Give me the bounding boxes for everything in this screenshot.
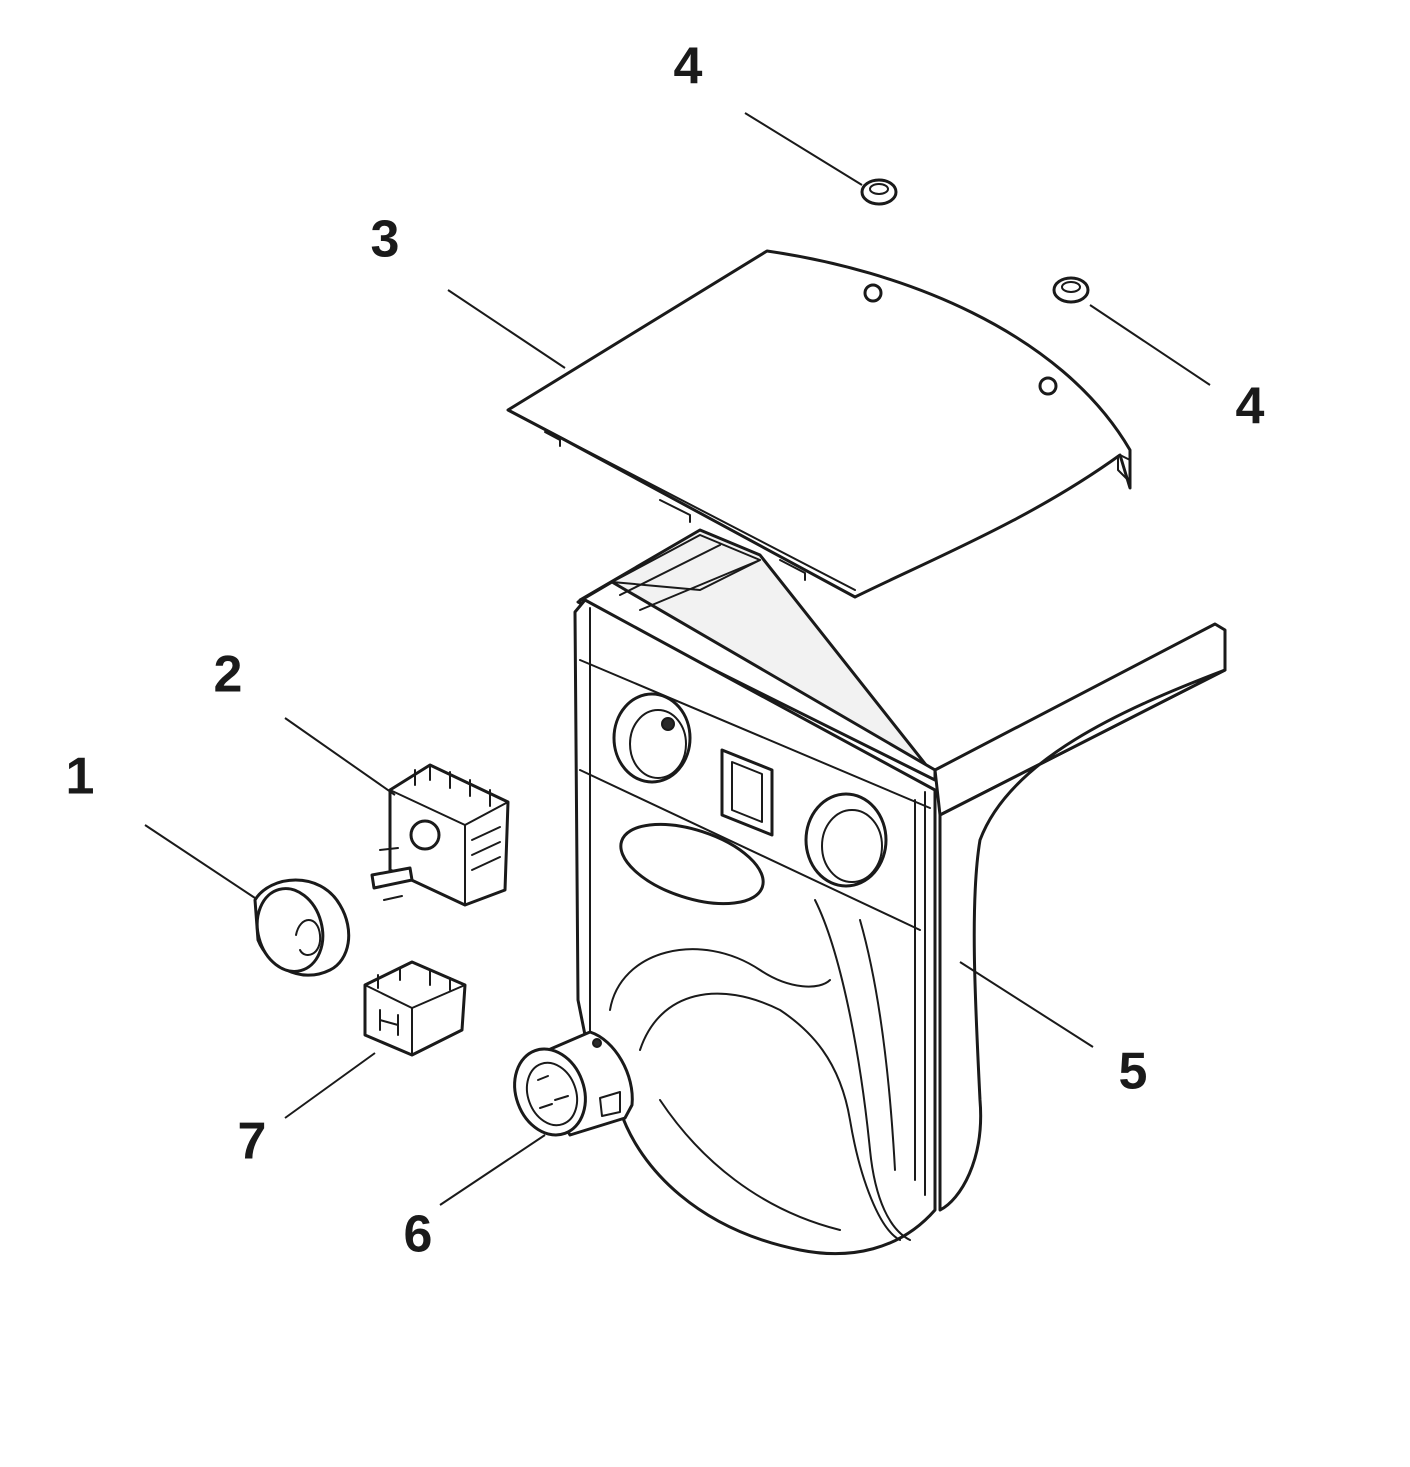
power-socket: [513, 1030, 634, 1137]
callout-2: 2: [214, 646, 243, 704]
leader-3: [447, 289, 566, 369]
rocker-switch: [363, 960, 467, 1057]
leader-1: [144, 824, 256, 899]
callout-6: 6: [404, 1206, 433, 1264]
callout-labels: 1 2 3 4 4 5 6 7: [66, 38, 1265, 1264]
leader-6: [439, 1134, 546, 1206]
leader-4b: [1089, 304, 1211, 386]
screw-top: [860, 178, 898, 206]
screw-right: [1052, 276, 1090, 304]
leader-2: [284, 717, 396, 796]
leader-7: [284, 1052, 376, 1119]
callout-4b: 4: [1236, 378, 1265, 436]
leader-4a: [744, 112, 863, 186]
rotary-switch: [370, 763, 510, 907]
knob: [253, 878, 351, 977]
cover-plate: [506, 249, 1132, 599]
callout-7: 7: [238, 1113, 267, 1171]
callout-1: 1: [66, 748, 95, 806]
callout-4a: 4: [674, 38, 703, 96]
leader-lines: [144, 112, 1211, 1206]
callout-3: 3: [371, 211, 400, 269]
leader-5: [959, 961, 1094, 1048]
callout-5: 5: [1119, 1043, 1148, 1101]
housing: [573, 528, 1227, 1256]
